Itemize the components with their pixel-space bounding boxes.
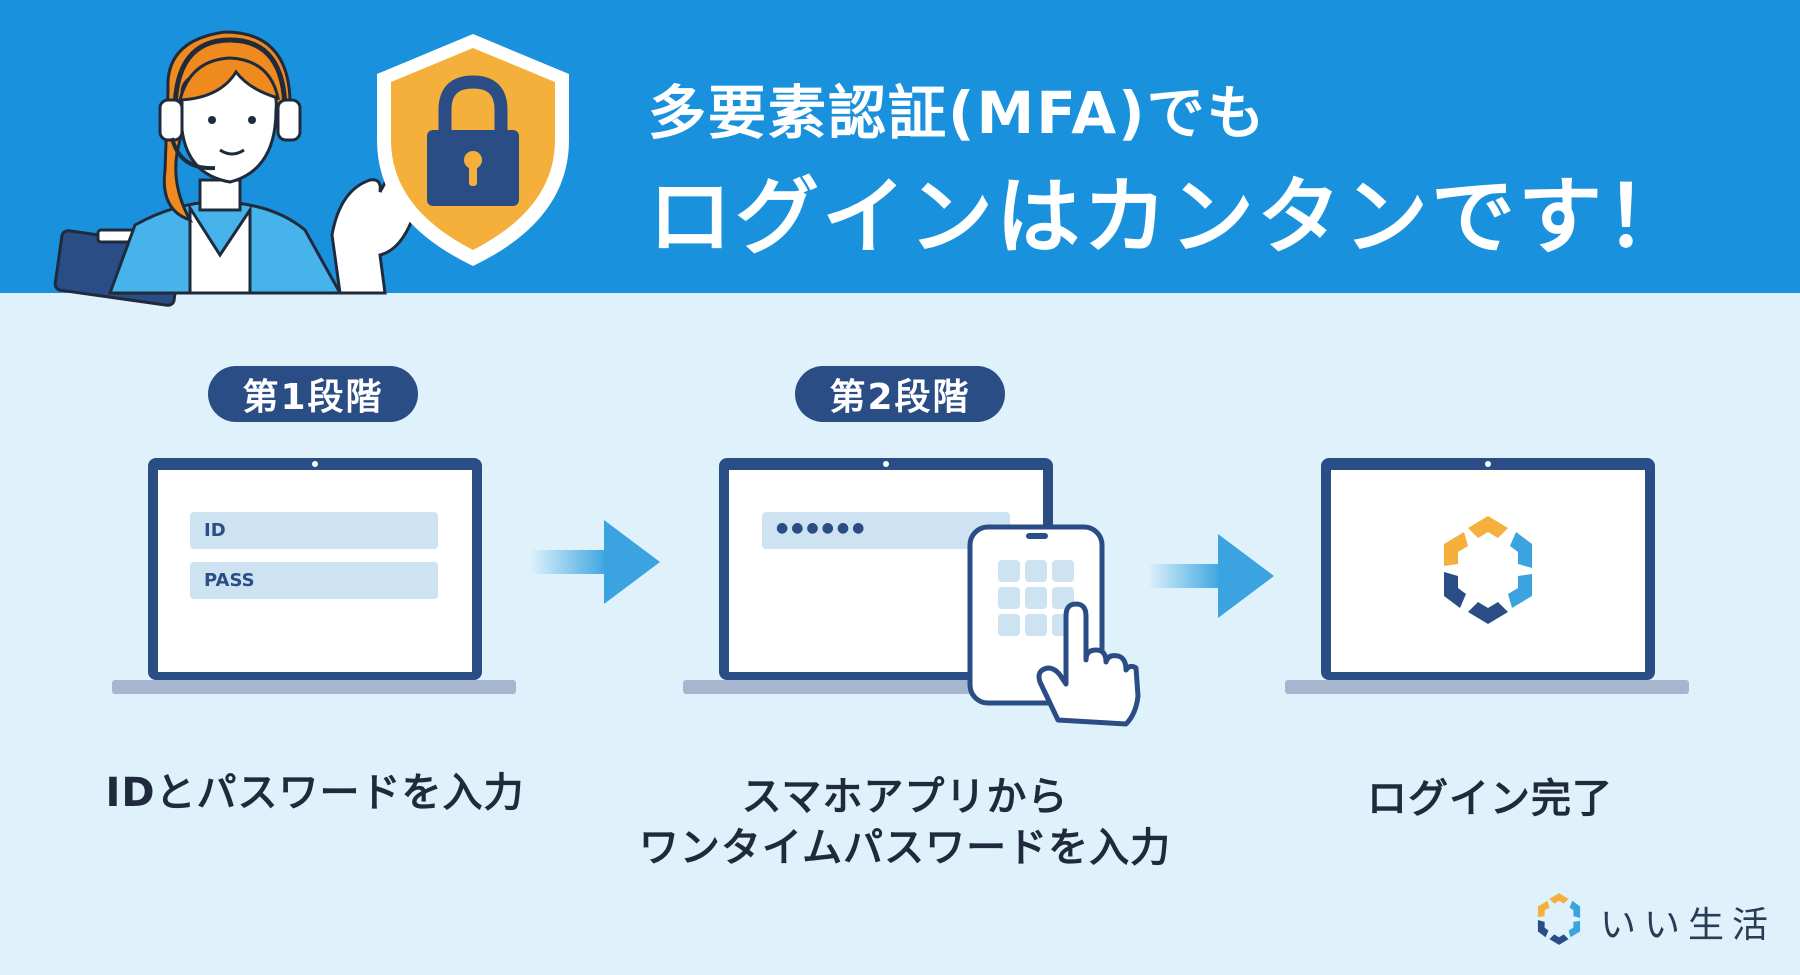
stage1-badge: 第1段階 — [208, 366, 418, 422]
brand-name: いい生活 — [1600, 905, 1777, 946]
headline-line2: ログインはカンタンです！ — [648, 168, 1693, 266]
step1-caption: IDとパスワードを入力 — [105, 770, 525, 816]
pointing-hand-icon — [1036, 601, 1141, 727]
pass-field — [190, 562, 438, 599]
operator-illustration — [53, 30, 430, 307]
login-complete-logo-icon — [1444, 516, 1532, 624]
stage2-badge: 第2段階 — [795, 366, 1005, 422]
id-field-label: ID — [204, 520, 226, 541]
laptop-icon-3 — [1285, 458, 1689, 694]
arrow-right-icon-2 — [1148, 534, 1274, 618]
step3-caption: ログイン完了 — [1367, 776, 1613, 822]
id-field — [190, 512, 438, 549]
pass-field-label: PASS — [204, 570, 255, 591]
brand-logo-icon — [1537, 893, 1581, 945]
step2-caption-line1: スマホアプリから — [741, 774, 1069, 820]
step2-caption-line2: ワンタイムパスワードを入力 — [638, 825, 1172, 871]
arrow-right-icon — [530, 520, 660, 604]
password-field — [762, 512, 1010, 549]
masked-password: ●●●●●● — [776, 520, 868, 536]
shield-lock-icon — [377, 34, 569, 266]
headline-line1: 多要素認証(MFA)でも — [648, 79, 1267, 147]
